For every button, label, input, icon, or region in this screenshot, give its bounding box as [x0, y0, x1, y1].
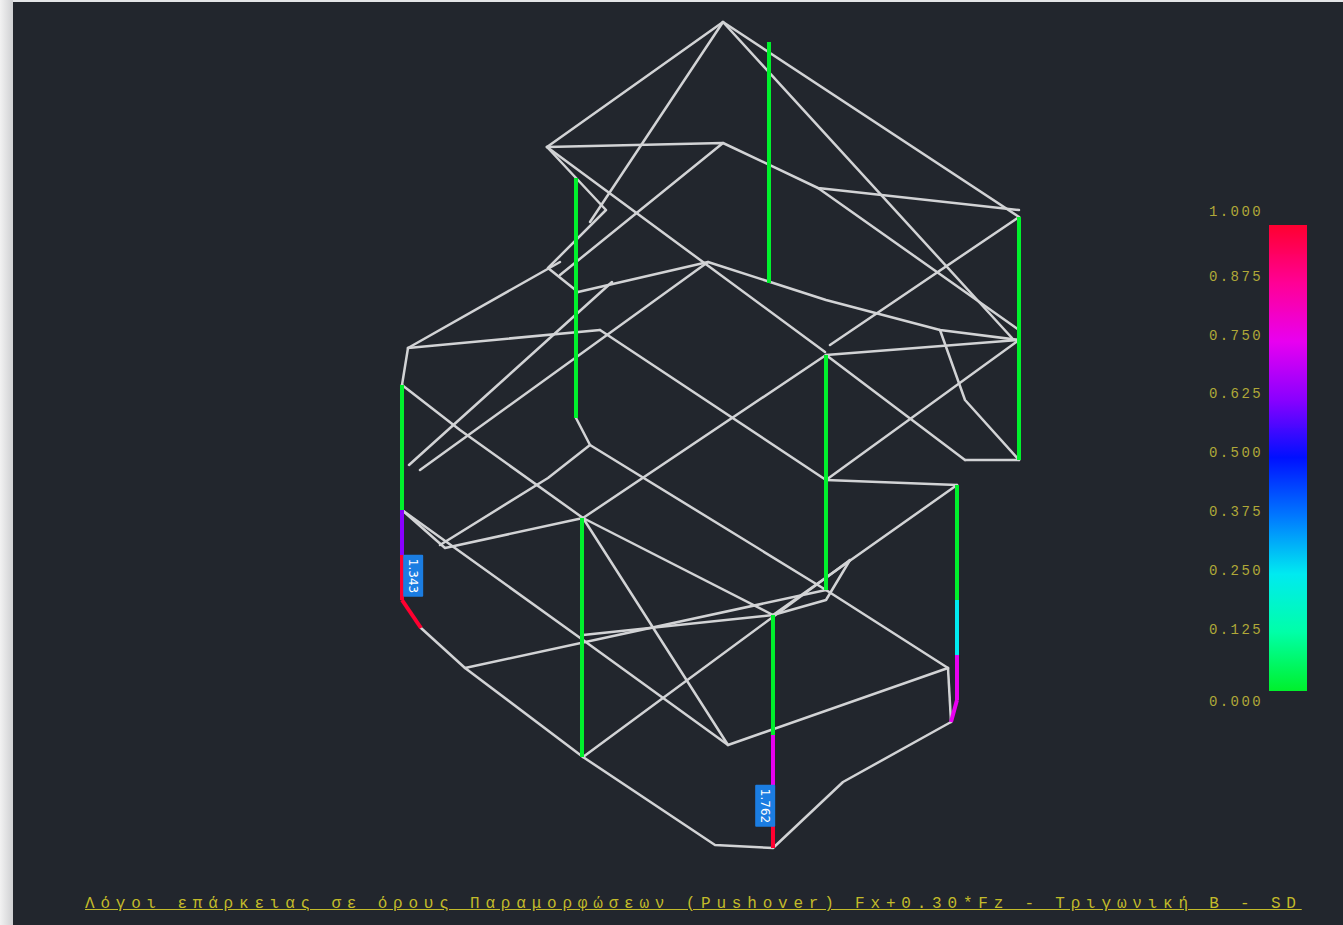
beam [826, 340, 1019, 355]
beam [402, 348, 408, 385]
color-scale-swatch [1269, 487, 1307, 546]
ratio-tag: 1.762 [755, 785, 775, 827]
column [955, 655, 959, 700]
columns [402, 42, 1019, 848]
ratio-value: 1.762 [758, 789, 772, 823]
column [771, 615, 775, 735]
scale-value: 0.625 [1209, 386, 1263, 402]
column [951, 700, 957, 722]
color-scale-swatch [1269, 225, 1307, 255]
beam [965, 459, 1019, 462]
brace [826, 340, 1019, 480]
beam [948, 668, 951, 722]
beam [583, 640, 948, 745]
scale-value: 0.500 [1209, 445, 1263, 461]
color-scale-swatch [1269, 428, 1307, 487]
brace [583, 518, 728, 745]
scale-value: 0.000 [1209, 694, 1263, 710]
brace [402, 385, 583, 518]
scale-value: 0.250 [1209, 563, 1263, 579]
column [400, 385, 404, 510]
brace [723, 22, 1012, 338]
beam [826, 355, 965, 460]
column [955, 485, 959, 600]
color-scale-swatch [1269, 312, 1307, 371]
scale-value: 1.000 [1209, 204, 1263, 220]
brace [583, 560, 850, 757]
beam [826, 480, 957, 485]
brace [600, 330, 826, 480]
window-edge [0, 0, 13, 925]
column [1017, 217, 1021, 460]
column [574, 178, 578, 418]
brace [408, 262, 560, 348]
color-scale-swatch [1269, 370, 1307, 429]
ratio-value: 1.343 [406, 559, 420, 593]
brace [409, 282, 612, 465]
figure-caption: Λόγοι επάρκειας σε όρους Παραμορφώσεων (… [85, 894, 1302, 914]
brace [818, 188, 1019, 330]
scale-value: 0.750 [1209, 328, 1263, 344]
brace [560, 143, 723, 275]
beam [583, 518, 773, 615]
frame-members [402, 22, 1019, 848]
brace [402, 510, 583, 640]
beam [421, 628, 951, 848]
beam [547, 22, 723, 147]
column [580, 518, 584, 757]
beam [440, 418, 590, 545]
brace [583, 355, 826, 518]
beam [826, 590, 948, 668]
viewport-background [13, 2, 1343, 925]
color-scale-swatch [1269, 661, 1307, 691]
column [824, 355, 828, 590]
scale-value: 0.125 [1209, 622, 1263, 638]
column [955, 600, 959, 655]
color-scale-swatch [1269, 545, 1307, 604]
beam [578, 262, 1019, 340]
color-scale-swatch [1269, 254, 1307, 313]
column [400, 510, 404, 555]
scale-value: 0.375 [1209, 504, 1263, 520]
beam [940, 330, 1019, 460]
column [402, 600, 421, 628]
brace [590, 445, 826, 590]
ratio-tag: 1.343 [403, 555, 423, 597]
beam [583, 615, 773, 635]
column [767, 42, 771, 283]
brace [420, 262, 708, 470]
scale-value: 0.875 [1209, 269, 1263, 285]
color-scale-swatch [1269, 603, 1307, 662]
brace [547, 147, 825, 352]
